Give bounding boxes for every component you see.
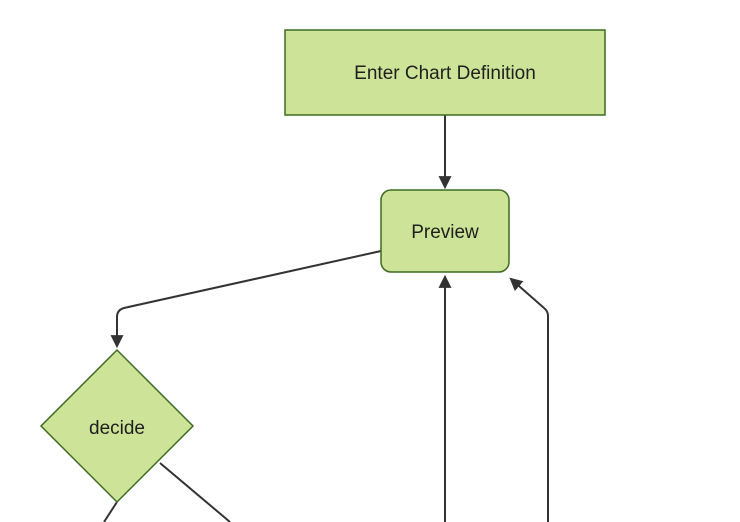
node-decide: decide	[39, 348, 195, 504]
decide-label: decide	[89, 418, 145, 439]
edge-decide-to-offscreen-left	[103, 501, 118, 522]
edge-decide-to-offscreen-right	[159, 462, 231, 522]
node-preview: Preview	[380, 189, 510, 273]
edge-bottom-right-to-preview	[509, 277, 549, 522]
preview-label: Preview	[411, 222, 479, 243]
enter-chart-definition-label: Enter Chart Definition	[354, 63, 536, 84]
node-enter-chart-definition: Enter Chart Definition	[284, 29, 606, 116]
enter-chart-definition-shape	[284, 29, 606, 116]
preview-shape	[380, 189, 510, 273]
decide-shape	[39, 348, 195, 504]
edge-preview-to-decide	[110, 250, 382, 349]
